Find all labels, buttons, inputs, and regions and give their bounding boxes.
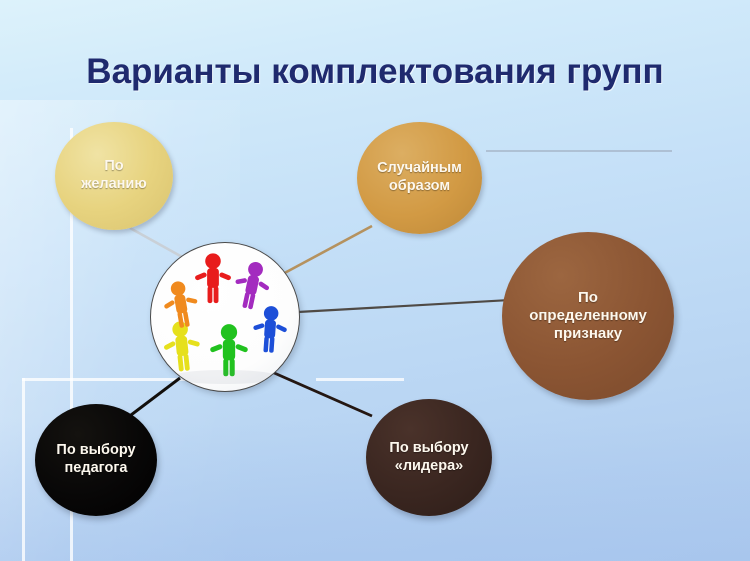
connector-to-feature xyxy=(297,298,511,314)
bubble-by-feature[interactable]: По определенному признаку xyxy=(502,232,674,400)
children-holding-hands-icon xyxy=(159,253,290,384)
center-hub xyxy=(150,242,300,392)
figure-purple xyxy=(229,258,275,313)
figure-red xyxy=(194,253,232,304)
bubble-by-wish-label: По желанию xyxy=(81,158,147,192)
figure-green xyxy=(209,324,249,377)
figure-orange xyxy=(159,278,203,331)
connector-to-wish xyxy=(129,226,185,260)
bubble-by-wish[interactable]: По желанию xyxy=(55,122,173,230)
bubble-leader-choice[interactable]: По выбору «лидера» xyxy=(366,399,492,516)
bubble-leader-choice-label: По выбору «лидера» xyxy=(389,439,469,474)
bubble-teacher-choice[interactable]: По выбору педагога xyxy=(35,404,157,516)
bubble-teacher-choice-label: По выбору педагога xyxy=(56,442,136,476)
connector-to-random xyxy=(278,224,373,278)
connector-to-leader xyxy=(271,370,373,418)
connector-to-teacher xyxy=(126,376,181,420)
bubble-by-feature-label: По определенному признаку xyxy=(529,288,647,343)
bubble-random-label: Случайным образом xyxy=(377,160,462,194)
page-title: Варианты комплектования групп xyxy=(86,52,664,91)
figure-blue xyxy=(251,304,290,354)
bubble-random[interactable]: Случайным образом xyxy=(357,122,482,234)
